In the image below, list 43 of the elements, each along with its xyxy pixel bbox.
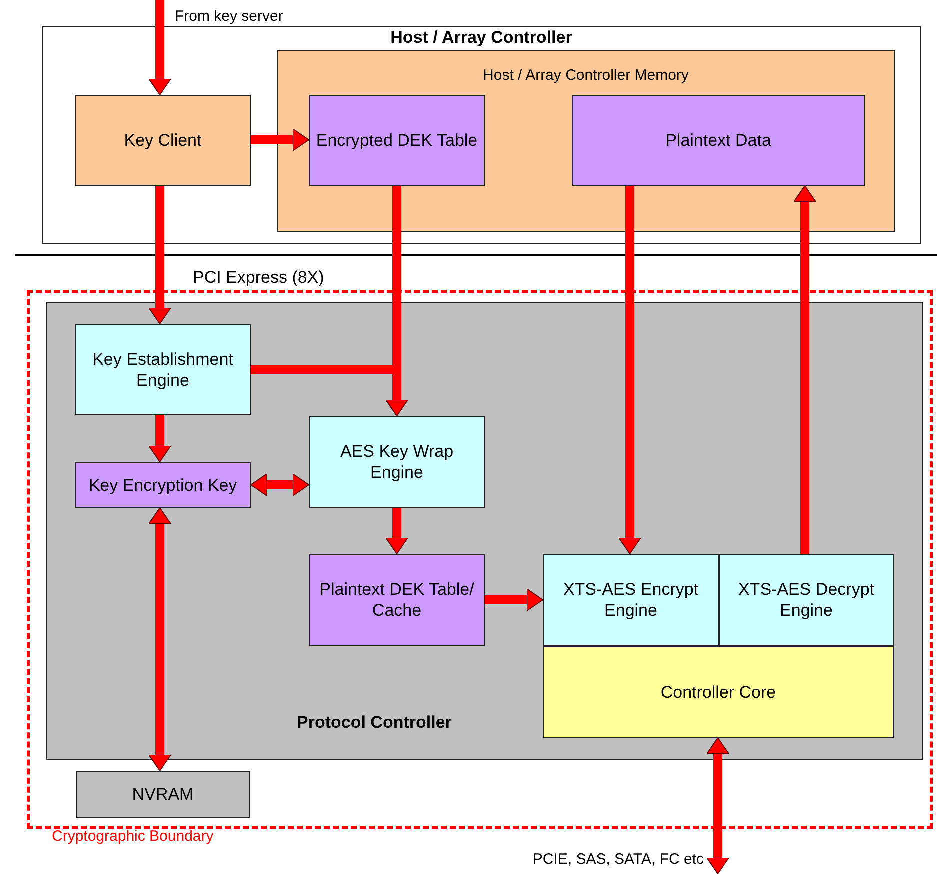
edge-label: From key server [173, 8, 286, 25]
controller-region [46, 302, 923, 760]
arrow [148, 0, 172, 96]
memory-box [76, 771, 250, 818]
node-label: NVRAM [131, 784, 195, 805]
arrow [148, 186, 172, 324]
arrow [794, 186, 816, 554]
core-box [543, 646, 894, 738]
node-label: XTS-AES Decrypt Engine [737, 579, 876, 621]
node-label: Key Establishment Engine [92, 348, 234, 390]
double-arrow [706, 738, 730, 874]
boundary-label: Cryptographic Boundary [52, 828, 214, 845]
node-label: Encrypted DEK Table [315, 130, 479, 151]
double-arrow [250, 474, 310, 496]
group-heading: Host / Array Controller [390, 28, 574, 48]
arrow [618, 186, 642, 554]
arrow [148, 415, 172, 462]
arrow [251, 366, 408, 416]
engine-box [309, 416, 485, 508]
bus-label: PCI Express (8X) [193, 268, 324, 288]
data-box [572, 95, 865, 186]
arrow [251, 128, 310, 152]
engine-box [543, 554, 719, 646]
data-box [309, 554, 485, 646]
memory-region [277, 50, 895, 232]
node-label: AES Key Wrap Engine [339, 441, 455, 483]
node-label: Key Encryption Key [88, 474, 238, 496]
node-label: Controller Core [660, 682, 778, 702]
arrow [386, 508, 408, 554]
group-box [42, 26, 921, 244]
node-label: Plaintext DEK Table/ Cache [318, 579, 476, 621]
double-arrow [148, 508, 172, 772]
arrow [485, 588, 544, 612]
data-box [309, 95, 485, 186]
data-box [75, 462, 251, 508]
process-box [75, 95, 251, 186]
group-heading: Protocol Controller [297, 713, 452, 733]
engine-box [719, 554, 894, 646]
node-label: XTS-AES Encrypt Engine [562, 579, 700, 621]
node-label: Key Client [123, 130, 203, 151]
engine-box [75, 324, 251, 415]
group-heading: Host / Array Controller Memory [482, 67, 690, 84]
node-label: Plaintext Data [664, 130, 772, 151]
